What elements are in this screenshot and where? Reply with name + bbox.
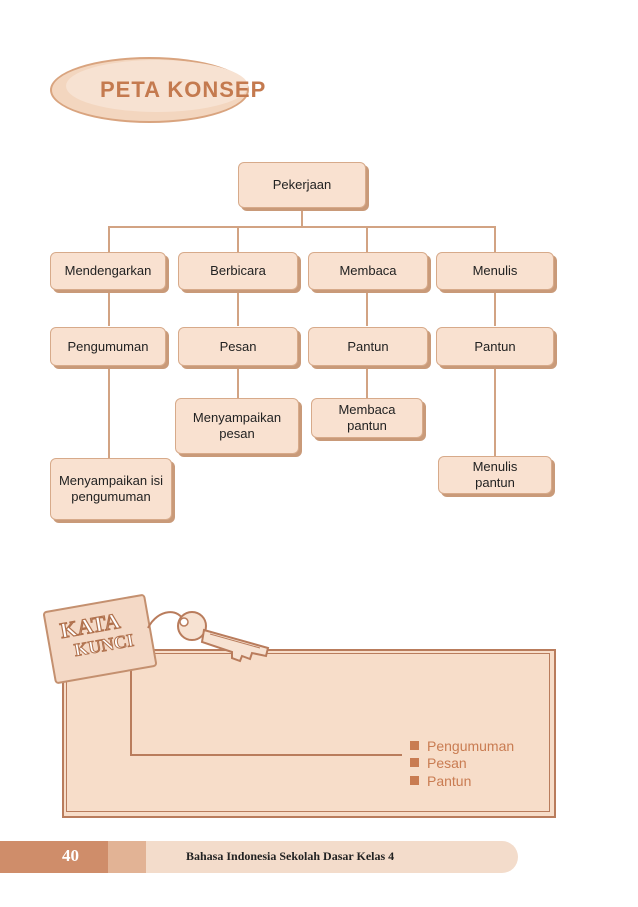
concept-menulis: Menulis: [436, 252, 554, 290]
connector-l3-2: [237, 364, 239, 398]
connector-horizontal: [108, 226, 496, 228]
footer-page-number-background: [0, 841, 108, 873]
concept-membaca: Membaca: [308, 252, 428, 290]
keyword-text: Pengumuman: [427, 738, 515, 754]
connector-l1-3: [366, 226, 368, 252]
keyword-text: Pesan: [427, 755, 467, 771]
square-bullet-icon: [410, 758, 419, 767]
concept-root: Pekerjaan: [238, 162, 366, 208]
key-icon: [147, 611, 270, 663]
concept-menulis-pantun: Menulis pantun: [438, 456, 552, 494]
connector-root-down: [301, 207, 303, 227]
square-bullet-icon: [410, 776, 419, 785]
page-title: PETA KONSEP: [100, 77, 267, 102]
concept-pesan: Pesan: [178, 327, 298, 366]
book-title: Bahasa Indonesia Sekolah Dasar Kelas 4: [186, 849, 395, 863]
concept-pantun-membaca: Pantun: [308, 327, 428, 366]
connector-l1-4: [494, 226, 496, 252]
concept-berbicara: Berbicara: [178, 252, 298, 290]
concept-pengumuman: Pengumuman: [50, 327, 166, 366]
keyword-item: Pantun: [410, 773, 471, 789]
square-bullet-icon: [410, 741, 419, 750]
concept-menyampaikan-isi-pengumuman: Menyampaikan isi pengumuman: [50, 458, 172, 520]
kata-kunci-panel-border: [66, 653, 550, 812]
connector-l3-3: [366, 364, 368, 398]
keyword-text: Pantun: [427, 773, 472, 789]
connector-l3-4: [494, 364, 496, 456]
connector-l1-2: [237, 226, 239, 252]
connector-l2-3: [366, 288, 368, 326]
keyword-item: Pengumuman: [410, 738, 514, 754]
kata-kunci-panel: [62, 649, 556, 818]
title-ellipse-inner: [66, 60, 248, 112]
keyword-item: Pesan: [410, 755, 467, 771]
kata-kunci-connector-horizontal: [130, 754, 402, 756]
connector-l3-1: [108, 364, 110, 458]
connector-l2-2: [237, 288, 239, 326]
footer-divider-block: [108, 841, 146, 873]
concept-mendengarkan: Mendengarkan: [50, 252, 166, 290]
concept-menyampaikan-pesan: Menyampaikan pesan: [175, 398, 299, 454]
kata-kunci-connector-vertical: [130, 660, 132, 755]
connector-l1-1: [108, 226, 110, 252]
connector-l2-1: [108, 288, 110, 326]
concept-membaca-pantun: Membaca pantun: [311, 398, 423, 438]
page-number: 40: [62, 846, 79, 865]
concept-pantun-menulis: Pantun: [436, 327, 554, 366]
connector-l2-4: [494, 288, 496, 326]
